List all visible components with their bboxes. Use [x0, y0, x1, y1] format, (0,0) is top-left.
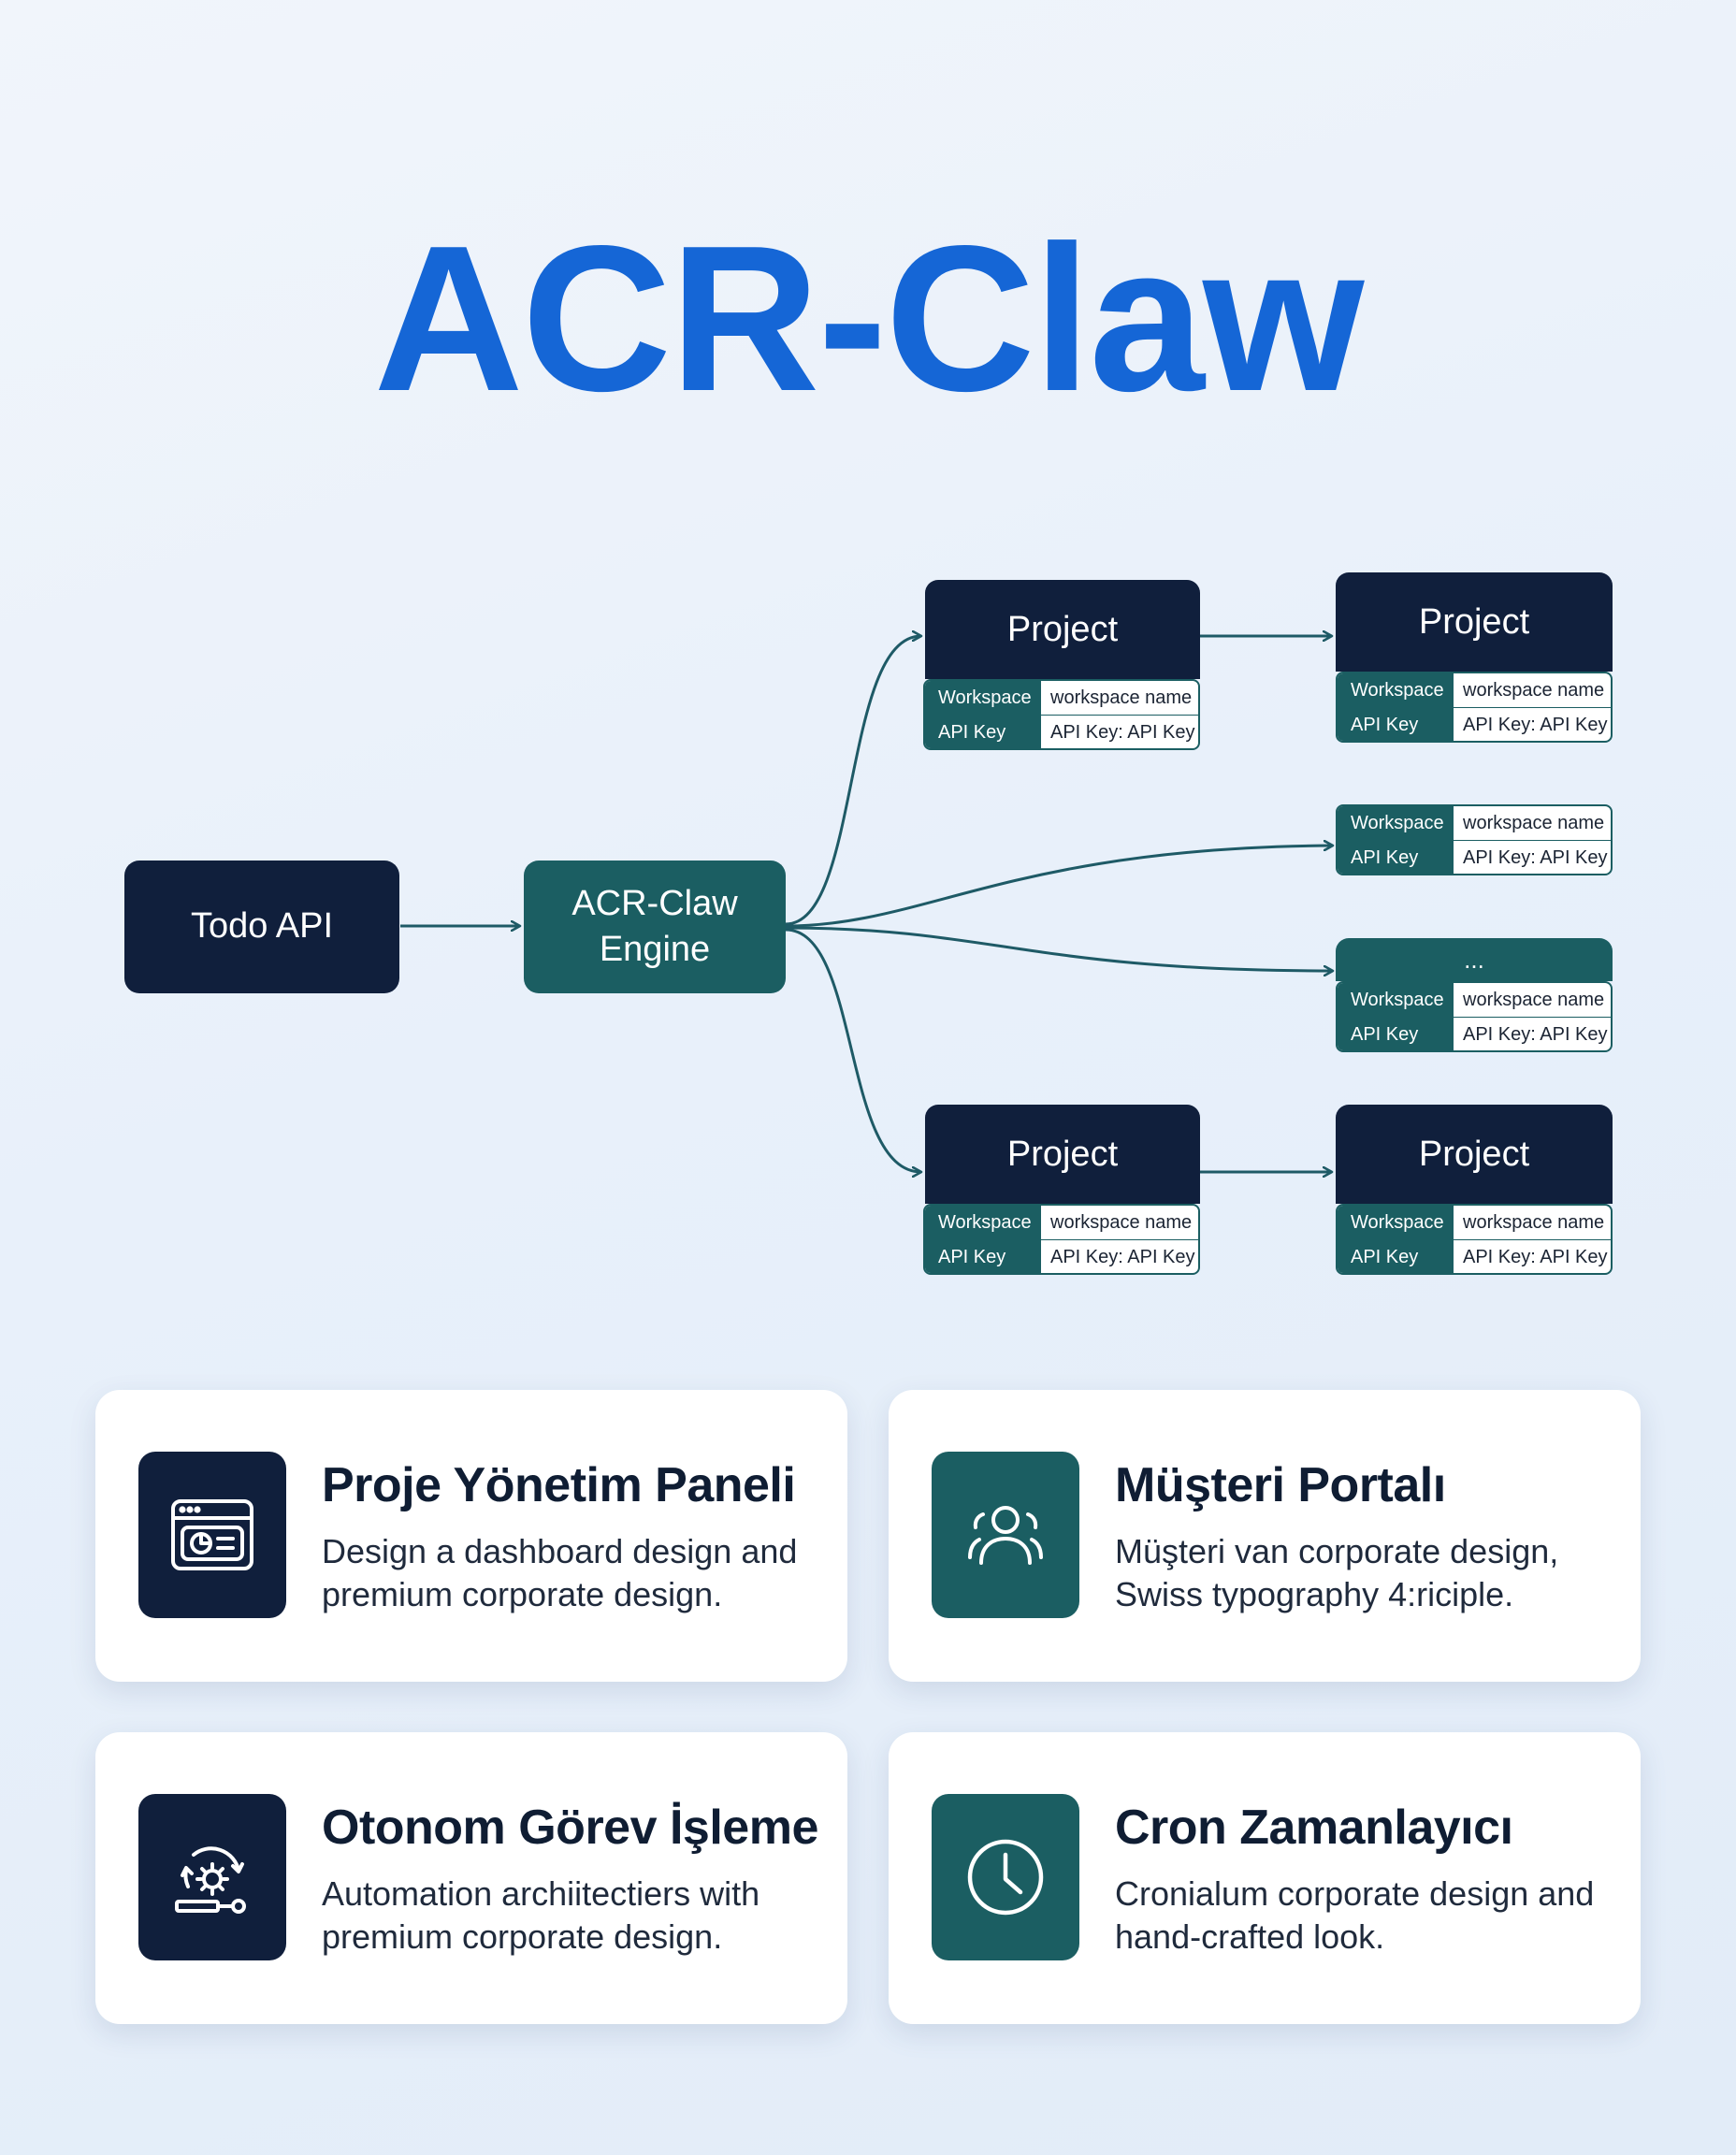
card-description: Automation archiitectiers with premium c… [322, 1874, 760, 1957]
workspace-value: workspace name [1050, 1211, 1193, 1233]
edge-engine-to-workspace-2 [785, 846, 1333, 928]
dashboard-window-icon [138, 1452, 286, 1618]
workspace-row: Workspace workspace name [1338, 673, 1611, 707]
project-details-bottom-2: Workspace workspace name API Key API Key: … [1336, 1204, 1613, 1275]
api-key-value: API Key: API Key [1050, 721, 1195, 743]
api-key-row: API Key API Key: API Key [925, 1239, 1198, 1273]
api-key-key: API Key [1338, 1018, 1454, 1050]
ellipsis-label: ... [1464, 945, 1484, 974]
project-details-top-1: Workspace workspace name API Key API Key: … [923, 679, 1200, 750]
users-icon [932, 1452, 1079, 1618]
api-key-row: API Key API Key: API Key [1338, 1239, 1611, 1273]
todo-api-node: Todo API [124, 861, 399, 993]
project-label: Project [1006, 609, 1119, 649]
acr-claw-engine-node: ACR-Claw Engine [524, 861, 786, 993]
api-key-row: API Key API Key: API Key [1338, 840, 1611, 874]
workspace-value: workspace name [1050, 687, 1193, 708]
api-key-key: API Key [925, 1240, 1041, 1273]
ellipsis-details: Workspace workspace name API Key API Key: … [1336, 981, 1613, 1052]
todo-api-label: Todo API [190, 906, 334, 947]
edge-engine-to-project-bottom [785, 928, 921, 1172]
project-label: Project [1418, 1134, 1530, 1174]
api-key-value: API Key: API Key [1050, 1246, 1195, 1267]
api-key-value: API Key: API Key [1463, 1023, 1608, 1045]
workspace-key: Workspace [925, 681, 1041, 715]
project-label: Project [1418, 601, 1530, 642]
project-details-bottom-1: Workspace workspace name API Key API Key: … [923, 1204, 1200, 1275]
workspace-row: Workspace workspace name [1338, 806, 1611, 840]
workspace-row: Workspace workspace name [1338, 1206, 1611, 1239]
project-label: Project [1006, 1134, 1119, 1174]
project-details-top-2: Workspace workspace name API Key API Key: … [1336, 672, 1613, 743]
edge-engine-to-project-top [785, 636, 921, 926]
project-node-bottom-2: Project [1336, 1105, 1613, 1204]
workspace-key: Workspace [1338, 806, 1454, 840]
api-key-value: API Key: API Key [1463, 714, 1608, 735]
workspace-value: workspace name [1463, 1211, 1605, 1233]
card-description: Design a dashboard design and premium co… [322, 1532, 798, 1614]
workspace-key: Workspace [925, 1206, 1041, 1239]
workspace-row: Workspace workspace name [1338, 983, 1611, 1017]
project-node-bottom-1: Project [925, 1105, 1200, 1204]
project-node-top-2: Project [1336, 572, 1613, 672]
card-title: Proje Yönetim Paneli [322, 1458, 796, 1512]
engine-label: ACR-Claw Engine [571, 883, 738, 969]
card-title: Müşteri Portalı [1115, 1458, 1446, 1512]
workspace-value: workspace name [1463, 989, 1605, 1010]
workspace-row: Workspace workspace name [925, 1206, 1198, 1239]
card-description: Cronialum corporate design and hand-craf… [1115, 1874, 1595, 1957]
workspace-key: Workspace [1338, 673, 1454, 707]
card-title: Otonom Görev İşleme [322, 1801, 818, 1855]
feature-card-autonomous-tasks[interactable]: Otonom Görev İşleme Automation archiitec… [95, 1732, 847, 2024]
api-key-row: API Key API Key: API Key [925, 715, 1198, 748]
feature-card-customer-portal[interactable]: Müşteri Portalı Müşteri van corporate de… [889, 1390, 1641, 1682]
api-key-row: API Key API Key: API Key [1338, 707, 1611, 741]
api-key-value: API Key: API Key [1463, 846, 1608, 868]
api-key-key: API Key [925, 716, 1041, 748]
card-description: Müşteri van corporate design, Swiss typo… [1115, 1532, 1559, 1614]
workspace-row: Workspace workspace name [925, 681, 1198, 715]
feature-card-cron-scheduler[interactable]: Cron Zamanlayıcı Cronialum corporate des… [889, 1732, 1641, 2024]
api-key-key: API Key [1338, 1240, 1454, 1273]
workspace-key: Workspace [1338, 983, 1454, 1017]
ellipsis-node: ... [1336, 938, 1613, 981]
feature-card-project-panel[interactable]: Proje Yönetim Paneli Design a dashboard … [95, 1390, 847, 1682]
edge-engine-to-ellipsis [785, 926, 1333, 971]
card-title: Cron Zamanlayıcı [1115, 1801, 1513, 1855]
api-key-value: API Key: API Key [1463, 1246, 1608, 1267]
workspace-value: workspace name [1463, 679, 1605, 701]
workspace-key: Workspace [1338, 1206, 1454, 1239]
clock-icon [932, 1794, 1079, 1960]
page-title: ACR-Claw [373, 203, 1364, 435]
api-key-row: API Key API Key: API Key [1338, 1017, 1611, 1050]
workspace-value: workspace name [1463, 812, 1605, 833]
workspace-details-middle: Workspace workspace name API Key API Key: … [1336, 804, 1613, 875]
api-key-key: API Key [1338, 841, 1454, 874]
automation-gear-icon [138, 1794, 286, 1960]
project-node-top-1: Project [925, 580, 1200, 679]
api-key-key: API Key [1338, 708, 1454, 741]
